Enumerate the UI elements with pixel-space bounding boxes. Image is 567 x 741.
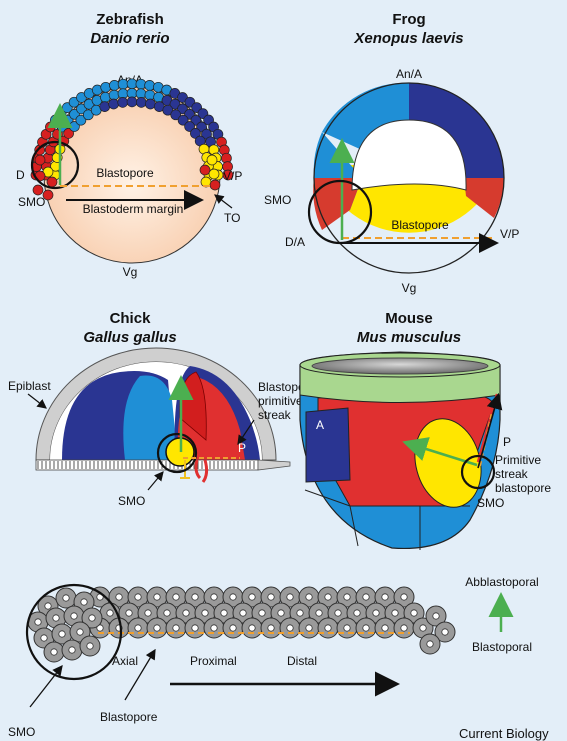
zebrafish-species: Danio rerio (90, 30, 169, 47)
cell (147, 618, 167, 638)
cell (261, 618, 281, 638)
cell (318, 618, 338, 638)
cell (242, 618, 262, 638)
frog-smo-label: SMO (264, 193, 291, 207)
zebrafish-title: Zebrafish (96, 11, 164, 28)
mouse-p-label: P (503, 435, 511, 449)
chick-species: Gallus gallus (83, 329, 176, 346)
cell (166, 618, 186, 638)
cell (299, 618, 319, 638)
zebrafish-margin-label: Blastoderm margin (83, 202, 184, 216)
cell (128, 618, 148, 638)
bottom-blastoporal-label: Blastoporal (472, 640, 532, 654)
chick-smo-pointer (148, 472, 163, 490)
bottom-axial-label: Axial (112, 654, 138, 668)
mouse-anterior-blue (306, 408, 350, 482)
cell (56, 588, 76, 608)
bottom-smo-pointer (30, 666, 62, 707)
chick-epiblast-pointer (28, 394, 46, 408)
cell (223, 618, 243, 638)
chick-bp2: primitive (258, 394, 303, 408)
footer-journal: Current Biology (459, 726, 549, 741)
zebrafish-vp-label: V/P (223, 169, 242, 183)
chick-bp3: streak (258, 408, 292, 422)
zebrafish-d-label: D (16, 168, 25, 182)
cell (80, 636, 100, 656)
cell (375, 618, 395, 638)
cell (280, 618, 300, 638)
bottom-distal-label: Distal (287, 654, 317, 668)
chick-panel: Chick Gallus gallus Epiblast A P Blastop… (8, 310, 316, 508)
frog-vp-label: V/P (500, 227, 519, 241)
mouse-panel: Mouse Mus musculus A P Primitive streak … (300, 310, 551, 550)
mouse-ps3: blastopore (495, 481, 551, 495)
zebrafish-smo-label: SMO (18, 195, 45, 209)
bottom-panel: Axial Proximal Distal Blastopore SMO Abb… (8, 575, 539, 739)
frog-title: Frog (392, 11, 425, 28)
cell (62, 640, 82, 660)
bottom-smo-label: SMO (8, 725, 35, 739)
mouse-title: Mouse (385, 310, 433, 327)
frog-panel: Frog Xenopus laevis An/A Blastopore SMO … (264, 11, 519, 295)
frog-vg-label: Vg (402, 281, 417, 295)
cell (337, 618, 357, 638)
chick-p-label: P (238, 441, 246, 455)
bottom-abblastoporal-label: Abblastoporal (465, 575, 538, 589)
frog-da-label: D/A (285, 235, 305, 249)
zebrafish-panel: Zebrafish Danio rerio An/A Blastopore Bl… (16, 11, 242, 279)
bottom-cell-sheet (28, 587, 455, 662)
mouse-ps1: Primitive (495, 453, 541, 467)
mouse-species: Mus musculus (357, 329, 461, 346)
cell (185, 618, 205, 638)
cell (394, 618, 414, 638)
cell (356, 618, 376, 638)
chick-smo-label: SMO (118, 494, 145, 508)
zebrafish-blastopore-label: Blastopore (96, 166, 154, 180)
cell (204, 618, 224, 638)
mouse-ps2: streak (495, 467, 529, 481)
mouse-a-label: A (316, 418, 324, 432)
frog-an-label: An/A (396, 67, 422, 81)
mouse-cavity (312, 358, 488, 374)
chick-a-label: A (52, 445, 60, 459)
chick-title: Chick (110, 310, 152, 327)
zebrafish-vg-label: Vg (123, 265, 138, 279)
cell (44, 642, 64, 662)
mouse-smo-label: SMO (477, 496, 504, 510)
cell (420, 634, 440, 654)
chick-epiblast-label: Epiblast (8, 379, 51, 393)
zebrafish-to-arrow (215, 195, 232, 208)
zebrafish-to-label: TO (224, 211, 240, 225)
frog-blastopore-label: Blastopore (391, 218, 449, 232)
bottom-proximal-label: Proximal (190, 654, 237, 668)
bottom-blastopore-label: Blastopore (100, 710, 158, 724)
frog-species: Xenopus laevis (353, 30, 463, 47)
